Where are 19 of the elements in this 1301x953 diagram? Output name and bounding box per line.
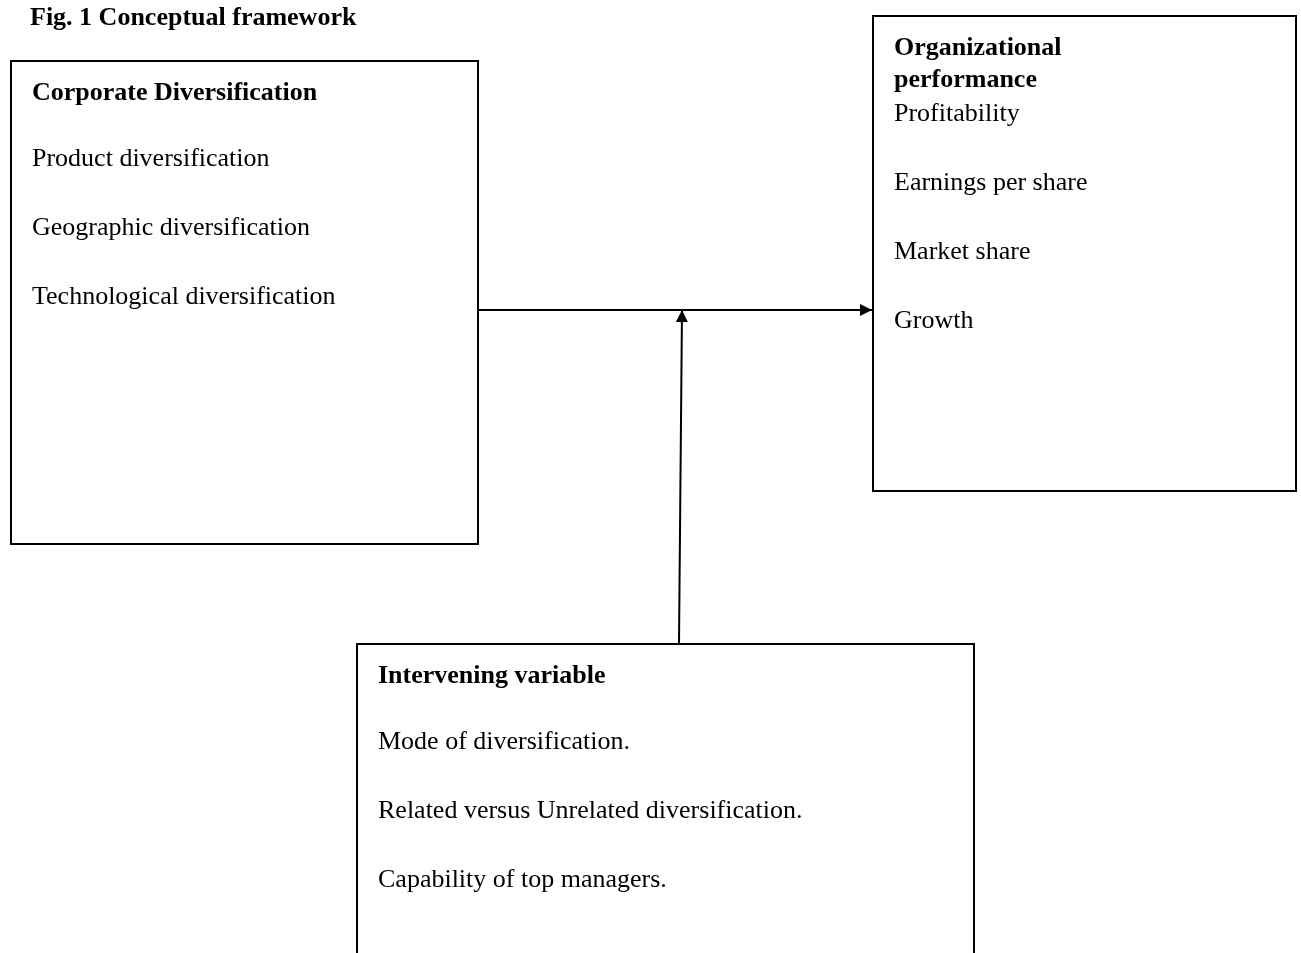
box-heading: Organizational performance — [894, 31, 1063, 95]
arrow — [478, 304, 873, 316]
box-item: Product diversification — [32, 142, 270, 174]
arrow — [675, 309, 688, 644]
box-heading: Intervening variable — [378, 659, 607, 691]
box-item: Earnings per share — [894, 166, 1088, 198]
figure-title: Fig. 1 Conceptual framework — [30, 2, 357, 32]
box-item: Market share — [894, 235, 1031, 267]
box-item: Related versus Unrelated diversification. — [378, 794, 803, 826]
box-item: Growth — [894, 304, 974, 336]
box-item: Profitability — [894, 97, 1020, 129]
box-item: Technological diversification — [32, 280, 336, 312]
framework-box — [872, 15, 1297, 492]
box-heading: Corporate Diversification — [32, 76, 319, 108]
box-item: Capability of top managers. — [378, 863, 667, 895]
box-item: Mode of diversification. — [378, 725, 630, 757]
framework-box — [10, 60, 479, 545]
framework-box — [356, 643, 975, 953]
box-item: Geographic diversification — [32, 211, 310, 243]
